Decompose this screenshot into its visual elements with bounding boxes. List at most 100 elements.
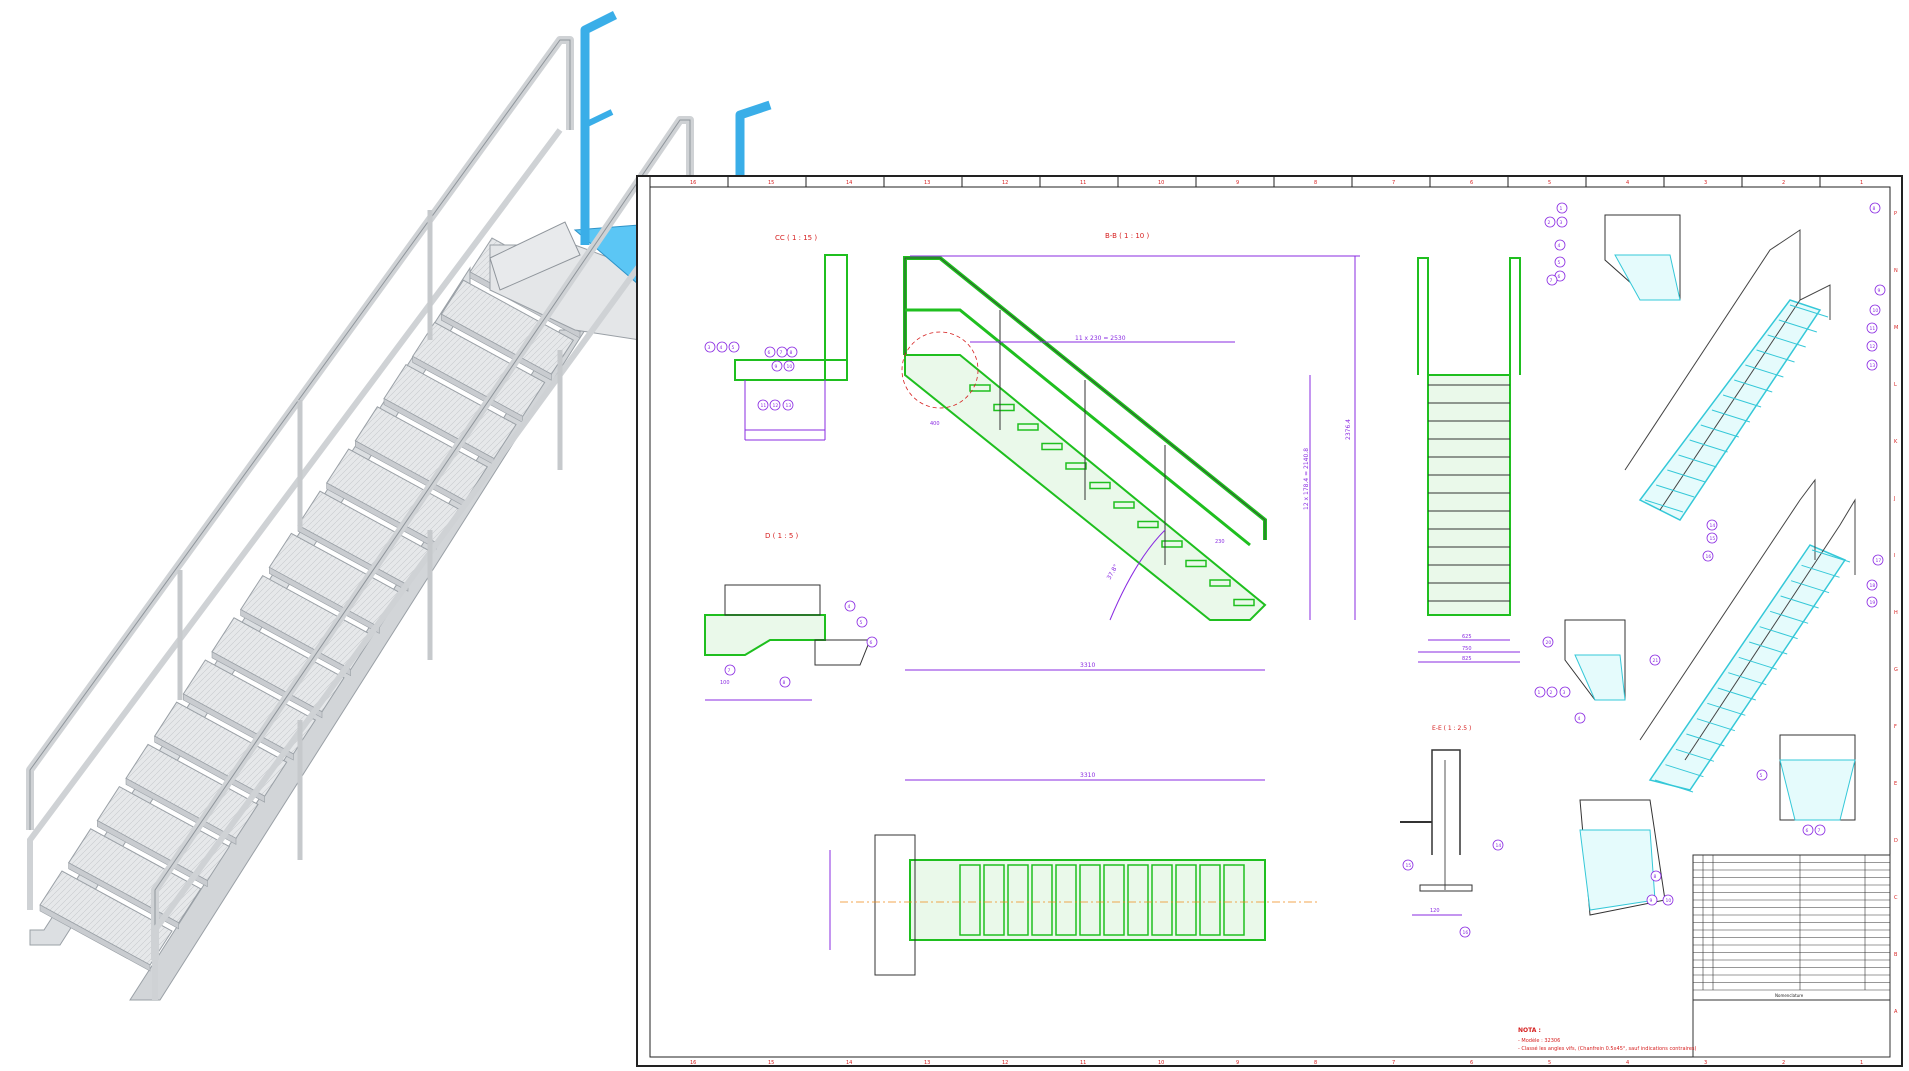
item-balloon — [1556, 202, 1568, 214]
bom-table — [1692, 854, 1891, 1001]
item-balloon-number: 2 — [1550, 690, 1553, 696]
item-balloon-number: 7 — [780, 350, 783, 356]
tread-nose — [441, 313, 552, 381]
iso-tread — [1707, 702, 1746, 716]
plan-tread — [1103, 864, 1125, 936]
item-balloon-number: 11 — [1870, 326, 1876, 332]
row-letter: G — [1894, 667, 1898, 673]
column-number: 5 — [1548, 180, 1551, 186]
plan-tread — [1151, 864, 1173, 936]
item-balloon — [1756, 769, 1768, 781]
dim-small-f: 100 — [720, 680, 730, 686]
row-letter: N — [1894, 268, 1898, 274]
iso-tread — [1678, 454, 1717, 468]
view-bb-title: B-B ( 1 : 10 ) — [1105, 232, 1149, 240]
item-balloon — [786, 346, 798, 358]
bb-tread — [1209, 579, 1231, 587]
iso-tread — [1686, 733, 1725, 747]
item-balloon — [1872, 554, 1884, 566]
item-balloon-number: 15 — [1710, 536, 1716, 542]
plan-treads — [959, 864, 1245, 936]
item-balloon-number: 6 — [768, 350, 771, 356]
front-stair-body — [1427, 374, 1511, 616]
front-treads — [1428, 384, 1510, 602]
column-number: 8 — [1314, 180, 1317, 186]
item-balloon — [757, 399, 769, 411]
bb-tread — [969, 384, 991, 392]
column-number: 13 — [924, 180, 930, 186]
iso-tread — [1644, 499, 1684, 513]
dim-top-span: 11 x 230 = 2530 — [1075, 335, 1126, 342]
item-balloon — [1556, 216, 1568, 228]
bb-tread — [1041, 442, 1063, 451]
iso-tread — [1789, 304, 1829, 318]
row-letter: I — [1894, 553, 1895, 559]
item-balloon — [1866, 322, 1878, 334]
row-letter: B — [1894, 952, 1898, 958]
column-number: 11 — [1080, 180, 1086, 186]
item-balloon — [782, 399, 794, 411]
item-balloon — [1650, 870, 1662, 882]
item-balloon — [1574, 712, 1586, 724]
row-letter: J — [1893, 496, 1895, 502]
item-balloon — [1546, 686, 1558, 698]
iso-tread — [1722, 394, 1762, 408]
plan-tread — [1031, 864, 1053, 936]
iso-tread — [1700, 424, 1739, 438]
item-balloon — [1706, 532, 1718, 544]
dim-small-c: 625 — [1462, 634, 1472, 640]
row-letter: M — [1894, 325, 1898, 331]
row-letter: D — [1894, 838, 1898, 844]
item-balloon — [783, 360, 795, 372]
item-balloon-number: 13 — [786, 403, 792, 409]
item-balloon-number: 21 — [1653, 658, 1659, 664]
column-number: 9 — [1236, 180, 1239, 186]
item-balloon — [1554, 256, 1566, 268]
item-balloon — [704, 341, 716, 353]
landing-toeboard — [489, 221, 581, 291]
tread-nose — [269, 566, 380, 634]
item-balloon — [1662, 894, 1674, 906]
item-balloon-number: 6 — [1806, 828, 1809, 834]
stair-treads — [39, 237, 603, 972]
column-number: 12 — [1002, 1060, 1008, 1066]
column-number: 7 — [1392, 180, 1395, 186]
item-balloon — [728, 341, 740, 353]
row-letter: E — [1894, 781, 1897, 787]
item-balloon — [764, 346, 776, 358]
column-number: 1 — [1860, 180, 1863, 186]
iso-tread — [1780, 595, 1819, 609]
left-handrail-edge — [29, 39, 571, 830]
item-balloon-number: 4 — [848, 604, 851, 610]
item-balloon-number: 7 — [1818, 828, 1821, 834]
bb-midrail — [905, 308, 1251, 547]
item-balloon — [1646, 894, 1658, 906]
iso-detail-right — [1779, 734, 1856, 821]
item-balloon-number: 8 — [1873, 206, 1876, 212]
column-number: 16 — [690, 180, 696, 186]
row-letter: K — [1894, 439, 1898, 445]
iso-tread — [1769, 610, 1809, 624]
plan-tread — [959, 864, 981, 936]
item-balloon-number: 7 — [728, 668, 731, 674]
column-number: 5 — [1548, 1060, 1551, 1066]
item-balloon-number: 2 — [1548, 220, 1551, 226]
item-balloon — [1546, 274, 1558, 286]
iso-tread — [1675, 748, 1715, 762]
column-number: 11 — [1080, 1060, 1086, 1066]
column-number: 4 — [1626, 180, 1629, 186]
bb-tread — [1089, 481, 1111, 490]
item-balloon-number: 13 — [1870, 363, 1876, 369]
row-letter: A — [1894, 1009, 1898, 1015]
item-balloon — [1869, 304, 1881, 316]
dim-small-d: 750 — [1462, 646, 1472, 652]
view-ee-title: E-E ( 1 : 2.5 ) — [1432, 725, 1471, 732]
iso-stair-1 — [1638, 299, 1822, 521]
